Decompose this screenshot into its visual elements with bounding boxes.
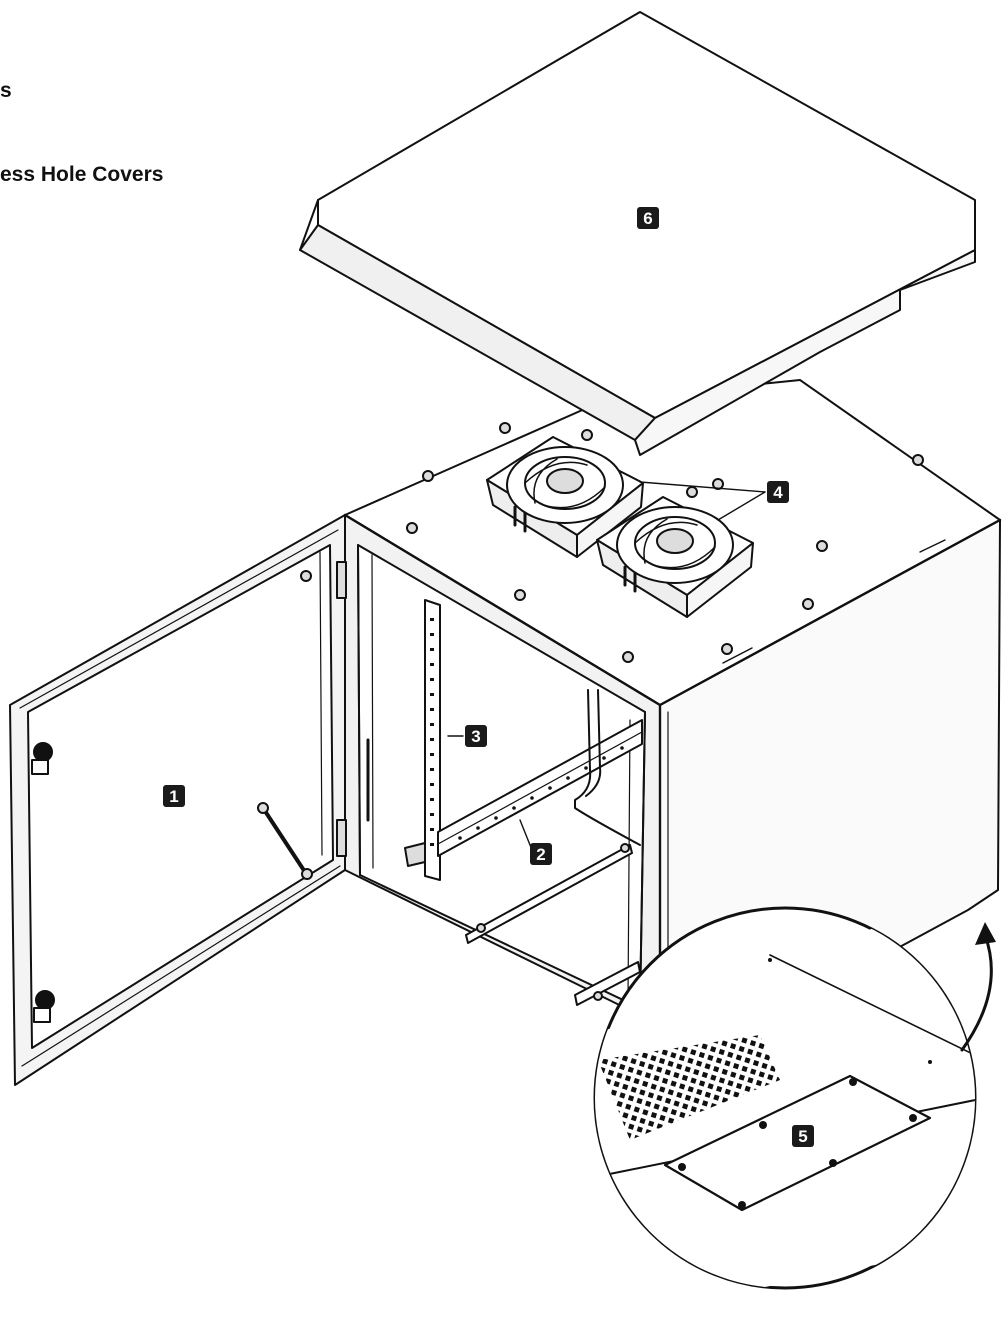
underside-detail-inset bbox=[593, 906, 977, 1290]
callout-badge-5: 5 bbox=[792, 1125, 814, 1147]
leader-lines bbox=[447, 481, 766, 851]
door-earth-stud bbox=[300, 570, 312, 582]
callout-badge-6: 6 bbox=[637, 207, 659, 229]
fan-unit-right bbox=[596, 496, 754, 618]
svg-text:2: 2 bbox=[536, 845, 545, 864]
vent-grille bbox=[598, 1035, 780, 1140]
label-fragment-access-hole-covers: ess Hole Covers bbox=[0, 163, 164, 186]
door-lock-top bbox=[31, 742, 53, 775]
door-hinge-bottom bbox=[336, 819, 347, 857]
callout-badge-4: 4 bbox=[767, 481, 789, 503]
cabinet-body bbox=[343, 379, 1002, 1027]
callout-badge-2: 2 bbox=[530, 843, 552, 865]
door-hinge-top bbox=[336, 561, 347, 599]
door-lock-bottom bbox=[33, 990, 55, 1023]
roof-standoffs bbox=[406, 422, 924, 663]
svg-text:5: 5 bbox=[798, 1127, 807, 1146]
fan-unit-left bbox=[486, 436, 644, 558]
enclosure-roof bbox=[299, 11, 976, 456]
open-door bbox=[9, 514, 370, 1086]
din-rail bbox=[437, 719, 643, 857]
svg-text:1: 1 bbox=[169, 787, 178, 806]
cable-conduit bbox=[574, 689, 641, 846]
detail-pointer-arrow bbox=[960, 922, 996, 1052]
svg-text:4: 4 bbox=[773, 483, 783, 502]
callout-badge-1: 1 bbox=[163, 785, 185, 807]
label-fragment-top: s bbox=[0, 79, 12, 102]
callout-badge-3: 3 bbox=[465, 725, 487, 747]
door-stay-strap bbox=[257, 802, 313, 880]
svg-text:3: 3 bbox=[471, 727, 480, 746]
bottom-rails bbox=[465, 843, 641, 1006]
vertical-mounting-rail bbox=[404, 599, 441, 881]
svg-text:6: 6 bbox=[643, 209, 652, 228]
roof-side-lip bbox=[634, 249, 976, 456]
